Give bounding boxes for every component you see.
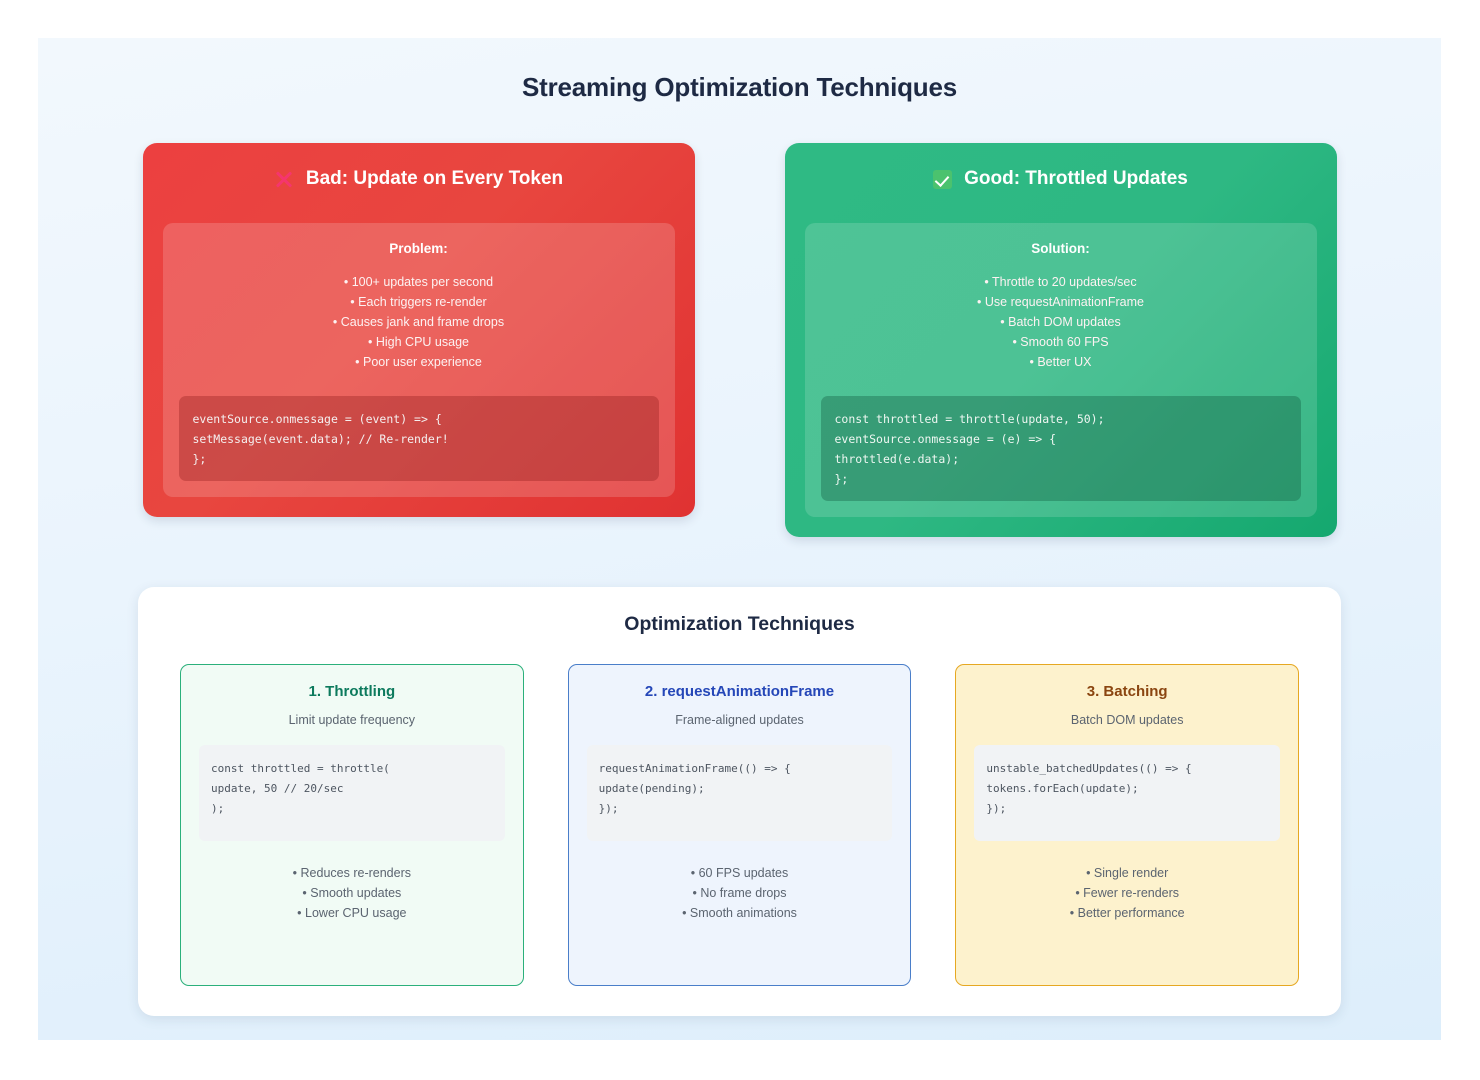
list-item: Causes jank and frame drops: [179, 312, 659, 332]
technique-card-throttling: 1. Throttling Limit update frequency con…: [180, 664, 524, 986]
list-item: Throttle to 20 updates/sec: [821, 272, 1301, 292]
technique-subtitle: Frame-aligned updates: [675, 713, 804, 727]
list-item: Use requestAnimationFrame: [821, 292, 1301, 312]
list-item: Reduces re-renders: [199, 863, 505, 883]
good-code-block: const throttled = throttle(update, 50); …: [820, 396, 1301, 501]
solution-panel: Solution: Throttle to 20 updates/sec Use…: [804, 223, 1317, 517]
bad-card-header: Bad: Update on Every Token: [163, 165, 675, 193]
technique-title: 2. requestAnimationFrame: [644, 683, 835, 700]
list-item: Smooth updates: [199, 883, 505, 903]
technique-subtitle: Limit update frequency: [288, 713, 416, 727]
problem-label: Problem:: [389, 241, 448, 256]
good-card-title: Good: Throttled Updates: [964, 168, 1188, 189]
list-item: High CPU usage: [179, 332, 659, 352]
list-item: 100+ updates per second: [179, 272, 659, 292]
good-practice-card: Good: Throttled Updates Solution: Thrott…: [784, 143, 1337, 537]
bad-card-title: Bad: Update on Every Token: [305, 168, 564, 189]
list-item: Smooth 60 FPS: [821, 332, 1301, 352]
problem-panel: Problem: 100+ updates per second Each tr…: [162, 223, 675, 497]
list-item: Smooth animations: [587, 903, 893, 923]
optimization-techniques-panel: Optimization Techniques 1. Throttling Li…: [138, 587, 1341, 1016]
bad-practice-card: Bad: Update on Every Token Problem: 100+…: [142, 143, 695, 517]
x-mark-icon: [274, 169, 294, 189]
techniques-title: Optimization Techniques: [624, 613, 855, 635]
technique-title: 1. Throttling: [308, 683, 396, 700]
technique-code-block: unstable_batchedUpdates(() => { tokens.f…: [974, 745, 1281, 841]
bad-code-block: eventSource.onmessage = (event) => { set…: [178, 396, 659, 481]
solution-bullet-list: Throttle to 20 updates/sec Use requestAn…: [821, 272, 1301, 372]
technique-bullet-list: 60 FPS updates No frame drops Smooth ani…: [587, 863, 893, 923]
list-item: 60 FPS updates: [587, 863, 893, 883]
list-item: Fewer re-renders: [974, 883, 1280, 903]
technique-bullet-list: Single render Fewer re-renders Better pe…: [974, 863, 1280, 923]
list-item: Batch DOM updates: [821, 312, 1301, 332]
techniques-grid: 1. Throttling Limit update frequency con…: [180, 664, 1300, 986]
technique-code-block: const throttled = throttle( update, 50 /…: [199, 745, 505, 841]
technique-title: 3. Batching: [1086, 683, 1168, 700]
page-content: Streaming Optimization Techniques Bad: U…: [38, 38, 1441, 1040]
list-item: No frame drops: [587, 883, 893, 903]
list-item: Lower CPU usage: [199, 903, 505, 923]
technique-subtitle: Batch DOM updates: [1070, 713, 1184, 727]
problem-bullet-list: 100+ updates per second Each triggers re…: [179, 272, 659, 372]
technique-bullet-list: Reduces re-renders Smooth updates Lower …: [199, 863, 505, 923]
comparison-row: Bad: Update on Every Token Problem: 100+…: [138, 143, 1341, 537]
solution-label: Solution:: [1031, 241, 1090, 256]
page-viewport: Streaming Optimization Techniques Bad: U…: [38, 38, 1441, 1040]
list-item: Poor user experience: [179, 352, 659, 372]
check-box-icon: [933, 169, 953, 189]
list-item: Each triggers re-render: [179, 292, 659, 312]
page-title: Streaming Optimization Techniques: [522, 72, 957, 102]
list-item: Single render: [974, 863, 1280, 883]
technique-card-batching: 3. Batching Batch DOM updates unstable_b…: [955, 664, 1300, 986]
good-card-header: Good: Throttled Updates: [805, 165, 1317, 193]
technique-card-request-animation-frame: 2. requestAnimationFrame Frame-aligned u…: [567, 664, 912, 986]
list-item: Better performance: [974, 903, 1280, 923]
technique-code-block: requestAnimationFrame(() => { update(pen…: [586, 745, 893, 841]
list-item: Better UX: [821, 352, 1301, 372]
